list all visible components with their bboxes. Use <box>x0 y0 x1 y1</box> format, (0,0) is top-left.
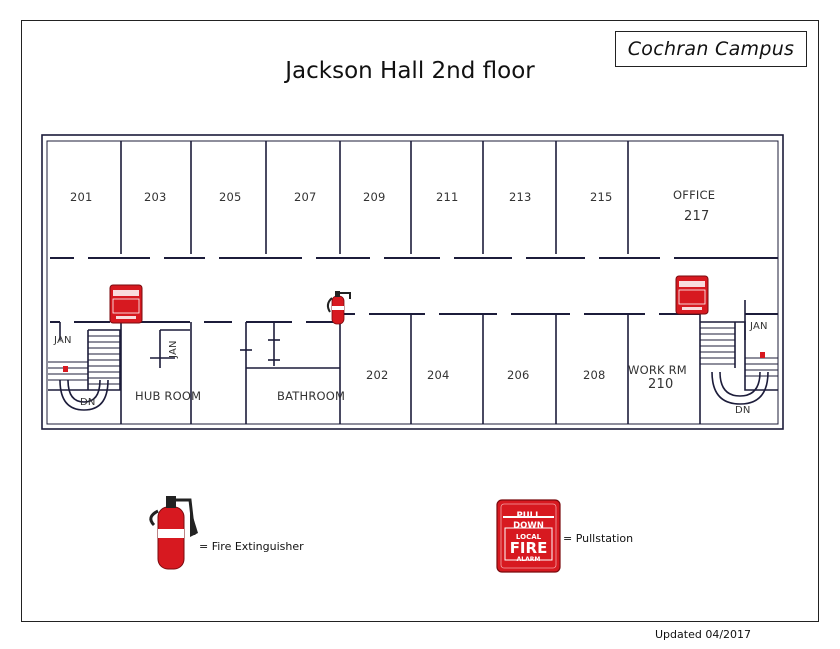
room-208: 208 <box>583 368 606 382</box>
room-hub: HUB ROOM <box>135 389 202 403</box>
legend-extinguisher-icon <box>149 496 198 570</box>
room-210: 210 <box>648 377 674 392</box>
pullstation-marker-right <box>675 275 709 315</box>
campus-badge: Cochran Campus <box>615 31 807 67</box>
floor-title: Jackson Hall 2nd floor <box>285 58 535 84</box>
room-203: 203 <box>144 190 167 204</box>
jan-mid: JAN <box>168 340 179 358</box>
legend-pullstation-label: = Pullstation <box>563 532 634 545</box>
room-209: 209 <box>363 190 386 204</box>
room-217: 217 <box>684 209 710 224</box>
legend-pullstation-icon <box>496 499 561 573</box>
extinguisher-marker <box>326 291 351 325</box>
room-bathroom: BATHROOM <box>277 389 346 403</box>
jan-left: JAN <box>54 335 72 346</box>
room-215: 215 <box>590 190 613 204</box>
pull-sign-mid: LOCAL <box>515 533 542 541</box>
room-204: 204 <box>427 368 450 382</box>
legend-extinguisher-label: = Fire Extinguisher <box>199 540 304 553</box>
room-213: 213 <box>509 190 532 204</box>
room-office-label: OFFICE <box>673 188 716 202</box>
stair-marker-right <box>760 352 765 358</box>
room-207: 207 <box>294 190 317 204</box>
pull-sign-big: FIRE <box>509 539 548 557</box>
room-206: 206 <box>507 368 530 382</box>
pullstation-marker-left <box>109 284 143 324</box>
stair-dn-right: DN <box>735 405 751 416</box>
building-outline <box>41 134 784 430</box>
room-205: 205 <box>219 190 242 204</box>
jan-right: JAN <box>750 321 768 332</box>
pull-sign-bottom: ALARM <box>516 556 541 563</box>
pull-sign-top: PULL DOWN <box>513 511 544 531</box>
stair-dn-left: DN <box>80 397 96 408</box>
updated-date: Updated 04/2017 <box>655 628 752 641</box>
stair-marker-left <box>63 366 68 372</box>
room-211: 211 <box>436 190 459 204</box>
room-202: 202 <box>366 368 389 382</box>
room-work-rm: WORK RM <box>628 363 687 377</box>
room-201: 201 <box>70 190 93 204</box>
